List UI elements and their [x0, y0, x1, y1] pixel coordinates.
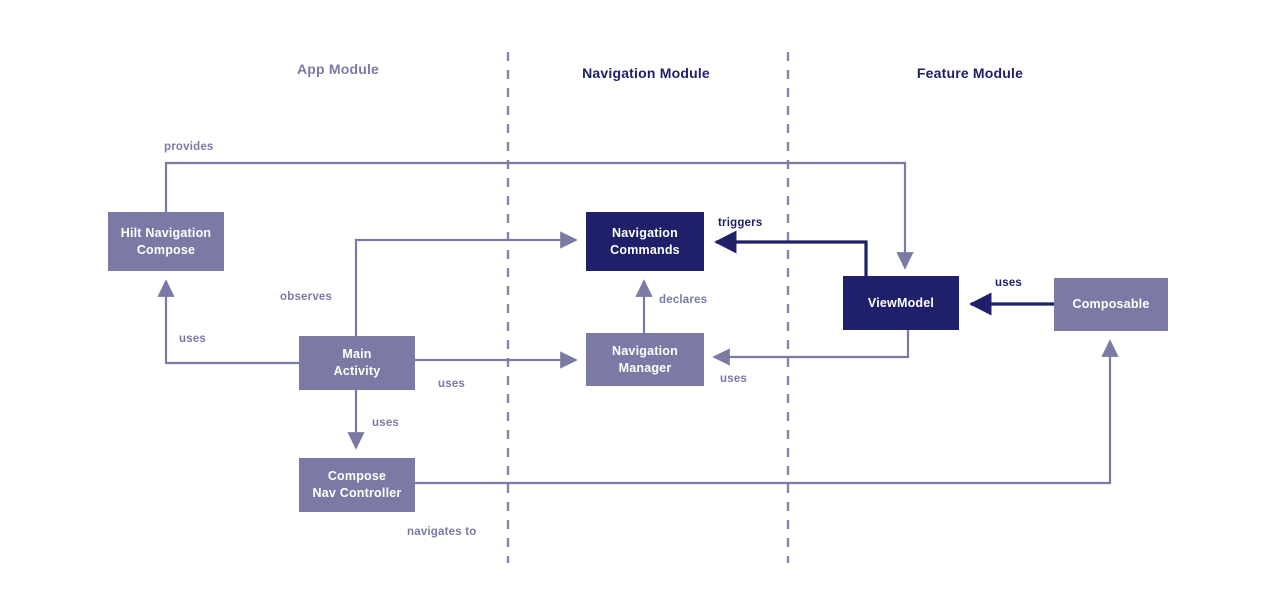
node-label: Compose Nav Controller [312, 469, 402, 500]
edge-label-navigates-to: navigates to [407, 526, 477, 538]
column-title-feature-module: Feature Module [916, 65, 1024, 81]
connector-triggers [714, 230, 868, 276]
node-navigation-commands[interactable]: Navigation Commands [586, 212, 704, 271]
connector-observes [354, 231, 578, 336]
node-composable[interactable]: Composable [1054, 278, 1168, 331]
node-viewmodel[interactable]: ViewModel [843, 276, 959, 330]
node-main-activity[interactable]: Main Activity [299, 336, 415, 390]
node-label: Main Activity [333, 347, 381, 378]
edge-label-declares: declares [659, 294, 708, 306]
node-label: ViewModel [867, 295, 935, 310]
node-navigation-manager[interactable]: Navigation Manager [586, 333, 704, 386]
edge-label-uses-navigation-manager: uses [438, 378, 466, 390]
connector-uses-hilt [157, 279, 299, 365]
node-compose-nav-controller[interactable]: Compose Nav Controller [299, 458, 415, 512]
node-label: Hilt Navigation Compose [120, 225, 212, 257]
node-label: Navigation Manager [612, 343, 678, 375]
connector-navigates-to [415, 339, 1119, 485]
connector-uses-viewmodel-navigation-manager [712, 330, 910, 366]
edge-label-uses-nav-controller: uses [372, 417, 400, 429]
connector-provides [164, 161, 914, 270]
column-title-app-module: App Module [296, 61, 380, 77]
column-title-navigation-module: Navigation Module [582, 65, 710, 81]
edge-label-provides: provides [164, 141, 214, 153]
node-hilt-navigation-compose[interactable]: Hilt Navigation Compose [108, 212, 224, 271]
edge-label-triggers: triggers [718, 217, 763, 229]
node-label: Navigation Commands [610, 225, 680, 257]
edge-label-uses-viewmodel-navigation-manager: uses [720, 373, 748, 385]
node-label: Composable [1072, 297, 1150, 311]
edge-label-observes: observes [280, 291, 333, 303]
edge-label-uses-hilt: uses [179, 333, 207, 345]
edge-label-uses-composable: uses [995, 277, 1023, 289]
